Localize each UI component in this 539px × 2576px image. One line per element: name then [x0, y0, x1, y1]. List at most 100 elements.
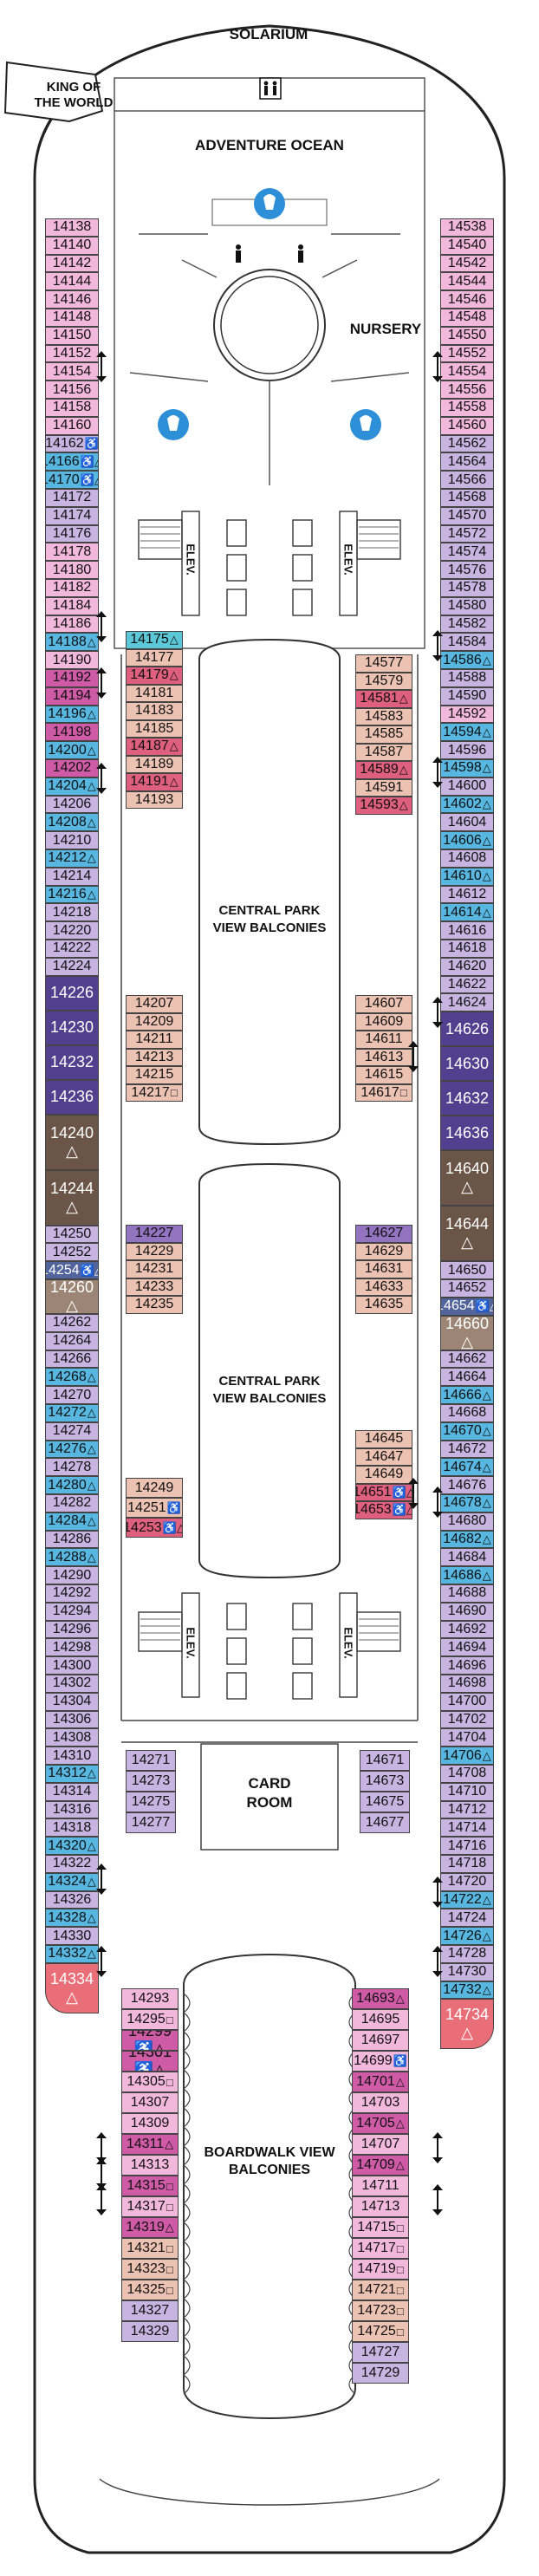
cabin-14684[interactable]: 14684 [440, 1548, 494, 1567]
cabin-14629[interactable]: 14629 [355, 1242, 412, 1260]
cabin-14220[interactable]: 14220 [45, 921, 99, 940]
cabin-14319[interactable]: 14319△ [121, 2217, 179, 2238]
cabin-14231[interactable]: 14231 [126, 1260, 183, 1278]
cabin-14179[interactable]: 14179△ [126, 667, 183, 685]
cabin-14251[interactable]: 14251♿ [126, 1498, 183, 1518]
cabin-14640[interactable]: 14640△ [440, 1150, 494, 1207]
cabin-14609[interactable]: 14609 [355, 1012, 412, 1031]
cabin-14290[interactable]: 14290 [45, 1566, 99, 1584]
cabin-14316[interactable]: 14316 [45, 1800, 99, 1819]
cabin-14188[interactable]: 14188△ [45, 633, 99, 652]
cabin-14544[interactable]: 14544 [440, 272, 494, 291]
cabin-14185[interactable]: 14185 [126, 719, 183, 738]
cabin-14633[interactable]: 14633 [355, 1278, 412, 1296]
cabin-14212[interactable]: 14212△ [45, 849, 99, 868]
cabin-14320[interactable]: 14320△ [45, 1837, 99, 1855]
cabin-14682[interactable]: 14682△ [440, 1530, 494, 1549]
cabin-14330[interactable]: 14330 [45, 1927, 99, 1945]
cabin-14645[interactable]: 14645 [355, 1430, 412, 1448]
cabin-14699[interactable]: 14699♿ [352, 2051, 409, 2072]
cabin-14294[interactable]: 14294 [45, 1602, 99, 1621]
cabin-14277[interactable]: 14277 [126, 1812, 176, 1833]
cabin-14268[interactable]: 14268△ [45, 1368, 99, 1387]
cabin-14308[interactable]: 14308 [45, 1728, 99, 1747]
cabin-14214[interactable]: 14214 [45, 867, 99, 886]
cabin-14670[interactable]: 14670△ [440, 1421, 494, 1441]
cabin-14152[interactable]: 14152 [45, 344, 99, 363]
cabin-14579[interactable]: 14579 [355, 672, 412, 690]
cabin-14318[interactable]: 14318 [45, 1818, 99, 1838]
cabin-14192[interactable]: 14192 [45, 669, 99, 687]
cabin-14700[interactable]: 14700 [440, 1692, 494, 1711]
cabin-14714[interactable]: 14714 [440, 1818, 494, 1838]
cabin-14217[interactable]: 14217□ [126, 1083, 183, 1102]
cabin-14600[interactable]: 14600 [440, 777, 494, 796]
cabin-14264[interactable]: 14264 [45, 1331, 99, 1350]
cabin-14309[interactable]: 14309 [121, 2113, 179, 2134]
cabin-14170[interactable]: 14170♿△ [45, 471, 99, 489]
cabin-14676[interactable]: 14676 [440, 1476, 494, 1494]
cabin-14207[interactable]: 14207 [126, 995, 183, 1013]
cabin-14724[interactable]: 14724 [440, 1909, 494, 1928]
cabin-14299[interactable]: 14299♿△ [121, 2030, 179, 2051]
cabin-14581[interactable]: 14581△ [355, 690, 412, 708]
cabin-14678[interactable]: 14678△ [440, 1494, 494, 1512]
cabin-14694[interactable]: 14694 [440, 1638, 494, 1657]
cabin-14675[interactable]: 14675 [360, 1792, 410, 1812]
cabin-14626[interactable]: 14626 [440, 1012, 494, 1047]
cabin-14654[interactable]: 14654♿△ [440, 1297, 494, 1316]
cabin-14558[interactable]: 14558 [440, 399, 494, 417]
cabin-14334[interactable]: 14334△ [45, 1962, 99, 2013]
cabin-14280[interactable]: 14280△ [45, 1476, 99, 1494]
cabin-14232[interactable]: 14232 [45, 1044, 99, 1080]
cabin-14618[interactable]: 14618 [440, 940, 494, 958]
cabin-14292[interactable]: 14292 [45, 1584, 99, 1603]
cabin-14540[interactable]: 14540 [440, 236, 494, 255]
cabin-14144[interactable]: 14144 [45, 272, 99, 291]
cabin-14608[interactable]: 14608 [440, 849, 494, 868]
cabin-14566[interactable]: 14566 [440, 471, 494, 489]
cabin-14627[interactable]: 14627 [355, 1225, 412, 1243]
cabin-14198[interactable]: 14198 [45, 723, 99, 742]
cabin-14271[interactable]: 14271 [126, 1750, 176, 1771]
cabin-14230[interactable]: 14230 [45, 1010, 99, 1045]
cabin-14233[interactable]: 14233 [126, 1278, 183, 1296]
cabin-14690[interactable]: 14690 [440, 1602, 494, 1621]
cabin-14215[interactable]: 14215 [126, 1066, 183, 1084]
cabin-14298[interactable]: 14298 [45, 1638, 99, 1657]
cabin-14711[interactable]: 14711 [352, 2176, 409, 2196]
cabin-14275[interactable]: 14275 [126, 1792, 176, 1812]
cabin-14636[interactable]: 14636 [440, 1116, 494, 1151]
cabin-14172[interactable]: 14172 [45, 489, 99, 507]
cabin-14582[interactable]: 14582 [440, 615, 494, 634]
cabin-14227[interactable]: 14227 [126, 1225, 183, 1243]
cabin-14630[interactable]: 14630 [440, 1046, 494, 1082]
cabin-14204[interactable]: 14204△ [45, 777, 99, 796]
cabin-14202[interactable]: 14202 [45, 759, 99, 777]
cabin-14315[interactable]: 14315□ [121, 2176, 179, 2196]
cabin-14177[interactable]: 14177 [126, 648, 183, 667]
cabin-14324[interactable]: 14324△ [45, 1872, 99, 1891]
cabin-14717[interactable]: 14717□ [352, 2238, 409, 2259]
cabin-14296[interactable]: 14296 [45, 1620, 99, 1639]
cabin-14208[interactable]: 14208△ [45, 813, 99, 832]
cabin-14554[interactable]: 14554 [440, 362, 494, 381]
cabin-14726[interactable]: 14726△ [440, 1927, 494, 1945]
cabin-14311[interactable]: 14311△ [121, 2134, 179, 2155]
cabin-14574[interactable]: 14574 [440, 543, 494, 562]
cabin-14622[interactable]: 14622 [440, 975, 494, 994]
cabin-14180[interactable]: 14180 [45, 561, 99, 579]
cabin-14644[interactable]: 14644△ [440, 1206, 494, 1262]
cabin-14596[interactable]: 14596 [440, 741, 494, 759]
cabin-14732[interactable]: 14732△ [440, 1981, 494, 2000]
cabin-14720[interactable]: 14720 [440, 1872, 494, 1891]
cabin-14649[interactable]: 14649 [355, 1466, 412, 1484]
cabin-14213[interactable]: 14213 [126, 1048, 183, 1066]
cabin-14194[interactable]: 14194 [45, 686, 99, 706]
cabin-14300[interactable]: 14300 [45, 1656, 99, 1675]
cabin-14583[interactable]: 14583 [355, 707, 412, 725]
cabin-14585[interactable]: 14585 [355, 725, 412, 744]
cabin-14262[interactable]: 14262 [45, 1314, 99, 1332]
cabin-14674[interactable]: 14674△ [440, 1458, 494, 1477]
cabin-14650[interactable]: 14650 [440, 1261, 494, 1279]
